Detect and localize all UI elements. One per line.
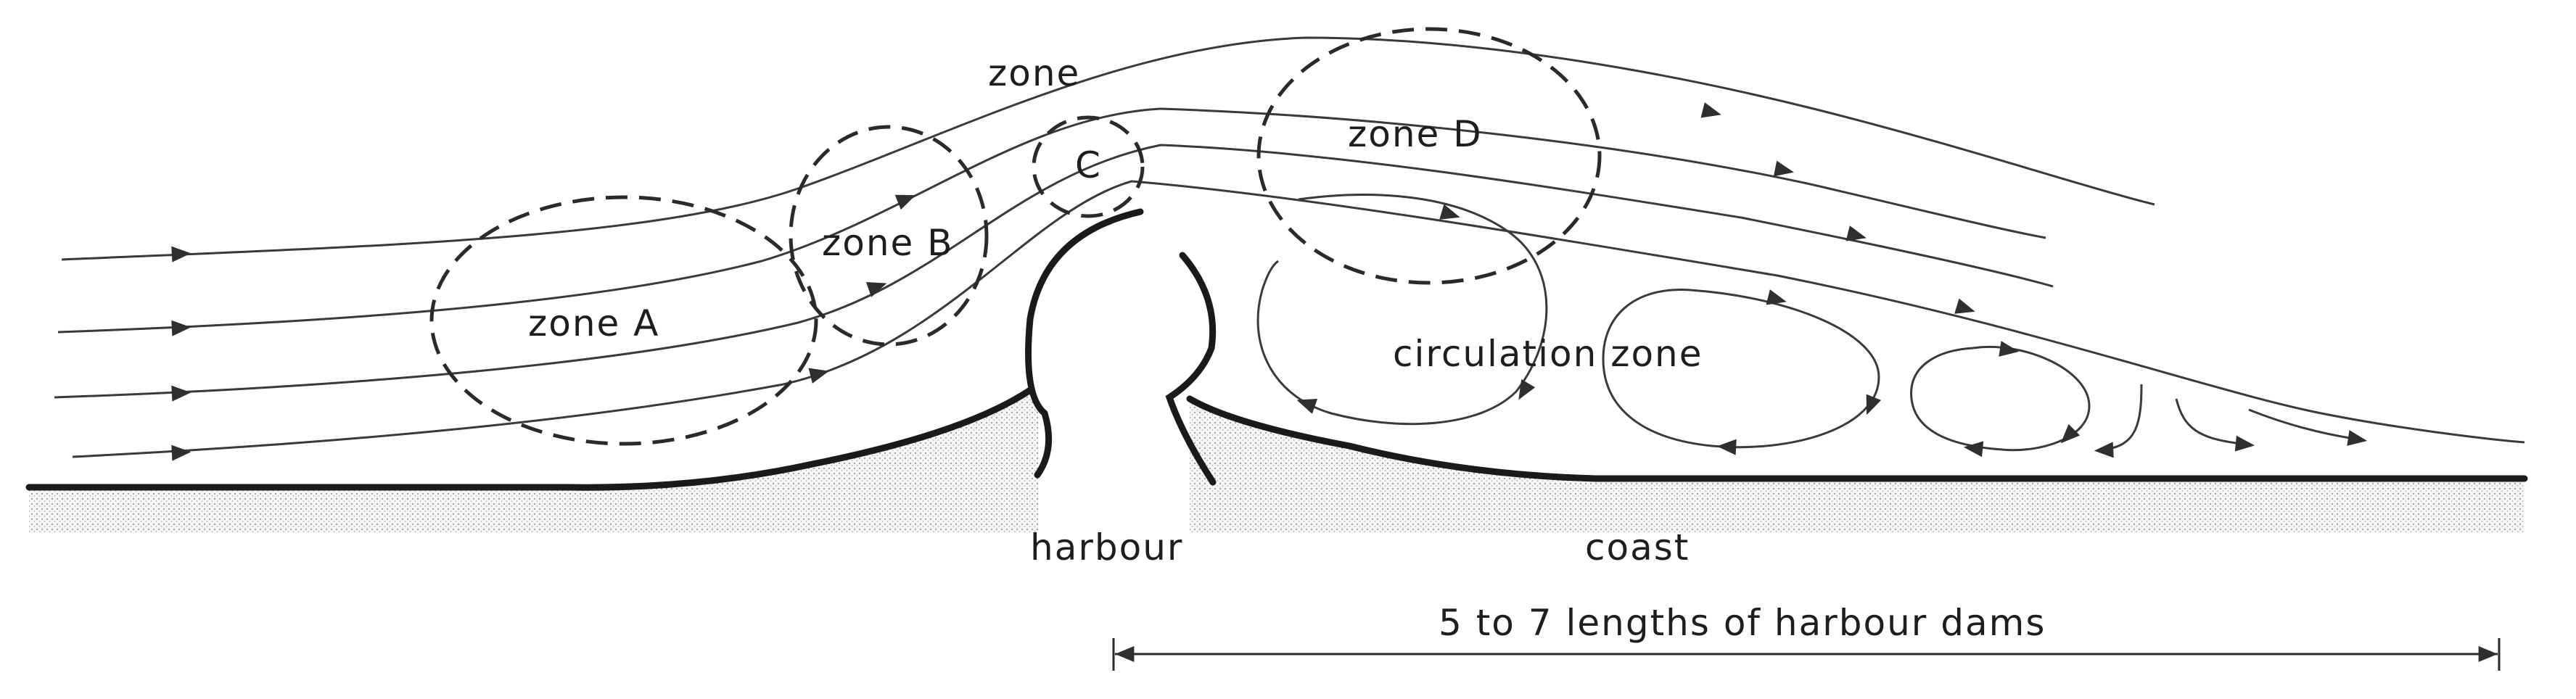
eddy-2	[1602, 289, 1880, 449]
flow-arrow	[1700, 102, 1721, 118]
eddy-3	[1910, 346, 2091, 452]
circulation-eddies	[1256, 194, 2368, 458]
label-zone-top: zone	[988, 52, 1080, 94]
harbour-dams	[1025, 208, 1217, 486]
label-coast: coast	[1585, 526, 1690, 568]
eddy-stub-3	[2248, 408, 2355, 440]
flow-arrows	[171, 102, 1975, 461]
harbour-dam-right	[1165, 252, 1217, 486]
eddy-1	[1256, 194, 1548, 426]
labels: zone zone A zone B C zone D circulation …	[528, 52, 2046, 644]
streamline-2	[57, 107, 2046, 334]
eddy-arrow	[1766, 289, 1787, 305]
flow-arrow	[1773, 160, 1794, 177]
dimension-line	[1112, 638, 2501, 671]
coastline-right	[1186, 395, 2528, 482]
streamline-3	[54, 144, 2054, 399]
eddy-stub-1	[2103, 384, 2143, 451]
zone-rings	[429, 27, 1602, 446]
streamline-1	[61, 36, 2155, 261]
label-zone-d: zone D	[1348, 113, 1483, 155]
sand-right	[1190, 399, 2524, 533]
flow-arrow	[1954, 298, 1975, 314]
label-zone-a: zone A	[528, 302, 659, 344]
label-harbour: harbour	[1030, 526, 1183, 568]
streamlines	[54, 36, 2525, 458]
label-zone-b: zone B	[822, 222, 953, 264]
zone-b-ring	[789, 125, 989, 347]
label-circulation-zone: circulation zone	[1393, 333, 1703, 375]
streamline-4	[72, 180, 2525, 458]
label-dimension: 5 to 7 lengths of harbour dams	[1439, 602, 2046, 644]
eddy-stub-2	[2175, 398, 2242, 445]
coastline	[25, 386, 2528, 491]
label-zone-c: C	[1075, 144, 1102, 186]
sand-left	[29, 390, 1039, 533]
zone-d-ring	[1256, 27, 1602, 285]
flow-arrow	[1845, 226, 1867, 241]
zone-c-ring	[1032, 115, 1145, 218]
zone-a-ring	[429, 195, 818, 446]
eddy-arrow	[1439, 204, 1460, 220]
flow-arrow	[865, 281, 887, 297]
harbour-dam-left	[1025, 208, 1144, 479]
beach-sand	[29, 390, 2524, 533]
coastline-left	[25, 386, 1034, 491]
